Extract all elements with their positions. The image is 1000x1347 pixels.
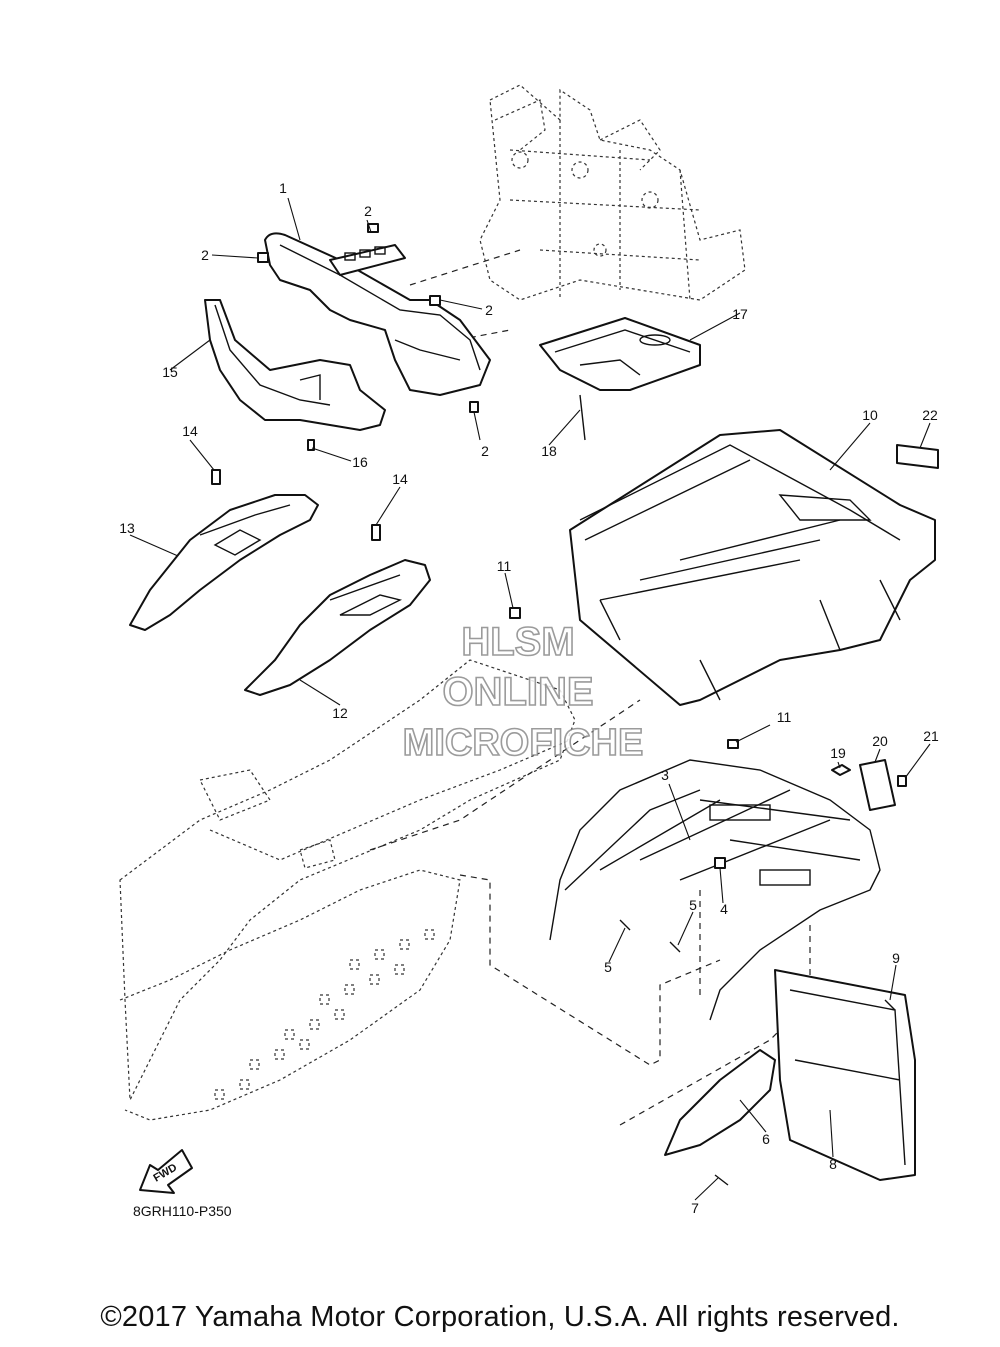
callout-9: 9 — [892, 950, 900, 966]
rear-rack-part — [569, 429, 936, 706]
callout-22: 22 — [922, 407, 938, 423]
callout-2c: 2 — [485, 302, 493, 318]
callout-7: 7 — [691, 1200, 699, 1216]
callout-10: 10 — [862, 407, 878, 423]
watermark-line3: MICROFICHE — [403, 722, 644, 764]
watermark-line1: HLSM — [461, 620, 574, 664]
callout-5b: 5 — [689, 897, 697, 913]
callout-1: 1 — [279, 180, 287, 196]
callout-2a: 2 — [364, 203, 372, 219]
callout-19: 19 — [830, 745, 846, 761]
decal-part — [896, 444, 939, 469]
callout-17: 17 — [732, 306, 748, 322]
callout-2b: 2 — [201, 247, 209, 263]
front-cover-part — [204, 299, 386, 431]
skid-plate-part — [539, 317, 701, 391]
copyright-notice: ©2017 Yamaha Motor Corporation, U.S.A. A… — [100, 1301, 900, 1333]
callout-4: 4 — [720, 901, 728, 917]
callout-15: 15 — [162, 364, 178, 380]
side-panel-left-part — [129, 494, 319, 631]
callout-8: 8 — [829, 1156, 837, 1172]
leader-lines — [129, 197, 931, 1201]
callout-5a: 5 — [604, 959, 612, 975]
fwd-arrow-icon: FWD — [139, 1149, 193, 1194]
callout-20: 20 — [872, 733, 888, 749]
callout-labels: 1 2 2 2 2 3 4 5 5 6 7 8 9 10 11 11 12 13… — [119, 180, 939, 1216]
diagram-code: 8GRH110-P350 — [133, 1203, 232, 1219]
watermark: HLSM ONLINE MICROFICHE — [402, 619, 644, 765]
callout-18: 18 — [541, 443, 557, 459]
callout-12: 12 — [332, 705, 348, 721]
callout-6: 6 — [762, 1131, 770, 1147]
bumper-part — [264, 232, 491, 396]
callout-2d: 2 — [481, 443, 489, 459]
side-panel-right-part — [244, 559, 431, 696]
callout-21: 21 — [923, 728, 939, 744]
tunnel-chassis-reference — [119, 659, 576, 1121]
snow-flap-part — [774, 969, 916, 1181]
watermark-line2: ONLINE — [442, 670, 593, 714]
callout-11b: 11 — [777, 709, 792, 725]
callout-3: 3 — [661, 767, 669, 783]
vehicle-frame-reference — [479, 84, 746, 301]
rear-bumper-part — [549, 759, 881, 1021]
bracket-parts — [831, 759, 896, 811]
callout-13: 13 — [119, 520, 135, 536]
rear-flap-part — [664, 1049, 776, 1156]
callout-16: 16 — [352, 454, 368, 470]
callout-11a: 11 — [497, 558, 512, 574]
callout-14a: 14 — [182, 423, 198, 439]
callout-14b: 14 — [392, 471, 408, 487]
